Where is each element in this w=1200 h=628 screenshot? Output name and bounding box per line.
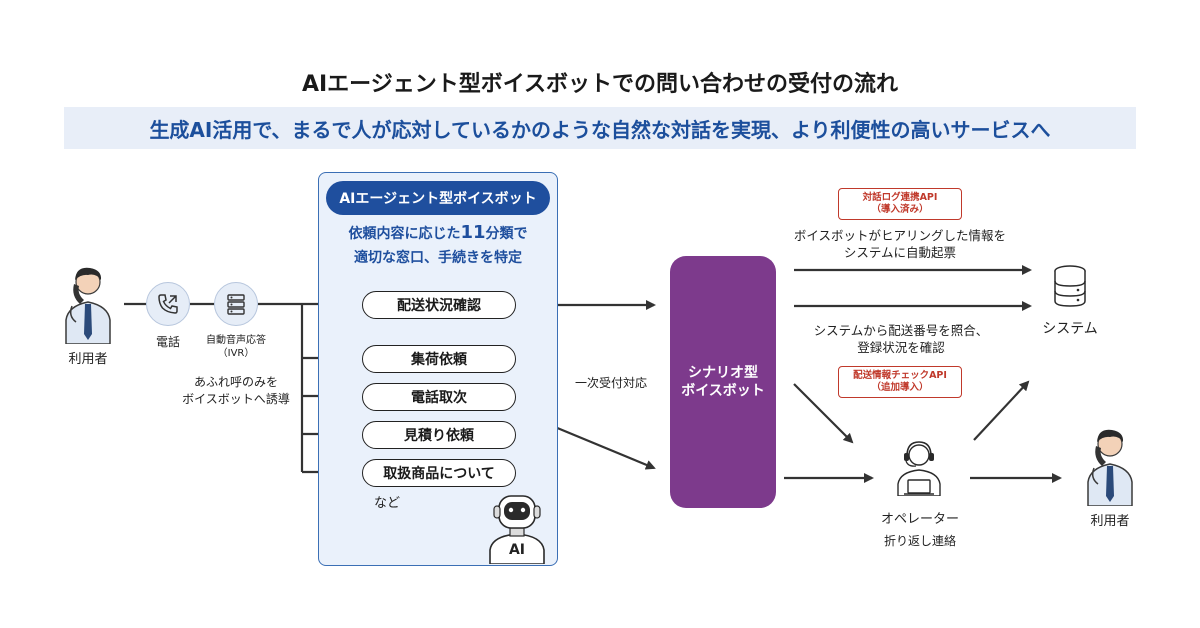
panel-description-line1: 依頼内容に応じた11分類で xyxy=(348,222,528,243)
phone-label: 電話 xyxy=(155,335,180,349)
option-estimate-request: 見積り依頼 xyxy=(362,421,516,449)
ivr-note: あふれ呼のみを ボイスボットへ誘導 xyxy=(182,375,290,406)
auto-ticket-note: ボイスボットがヒアリングした情報を システムに自動起票 xyxy=(793,228,1007,260)
ivr-label: 自動音声応答 （IVR） xyxy=(206,335,266,359)
page-title: AIエージェント型ボイスボットでの問い合わせの受付の流れ xyxy=(301,72,899,97)
phone-icon xyxy=(158,294,178,314)
option-products: 取扱商品について xyxy=(362,459,516,487)
ivr-node xyxy=(214,282,258,326)
operator-label: オペレーター xyxy=(880,512,959,527)
robot-badge: AI xyxy=(508,542,526,558)
options-etc: など xyxy=(373,496,400,511)
option-pickup-request: 集荷依頼 xyxy=(362,345,516,373)
caller-right-person-icon xyxy=(1087,429,1133,506)
operator-headset-icon xyxy=(897,441,941,496)
option-delivery-status: 配送状況確認 xyxy=(362,291,516,319)
first-reception-label: 一次受付対応 xyxy=(574,376,647,390)
delivery-check-note: システムから配送番号を照合、 登録状況を確認 xyxy=(813,323,989,355)
system-label: システム xyxy=(1042,321,1098,337)
panel-description-line2: 適切な窓口、手続きを特定 xyxy=(354,250,522,266)
ai-robot-icon xyxy=(489,495,545,564)
operator-sublabel: 折り返し連絡 xyxy=(883,534,956,548)
ai-agent-panel-header: AIエージェント型ボイスボット xyxy=(326,181,550,215)
database-icon xyxy=(1054,265,1086,307)
caller-person-icon xyxy=(65,267,111,344)
subtitle-banner: 生成AI活用で、まるで人が応対しているかのような自然な対話を実現、より利便性の高… xyxy=(64,107,1136,149)
option-call-transfer: 電話取次 xyxy=(362,383,516,411)
phone-node xyxy=(146,282,190,326)
server-rack-icon xyxy=(227,294,245,315)
caller-label: 利用者 xyxy=(68,352,108,367)
scenario-voicebot: シナリオ型 ボイスボット xyxy=(670,256,776,508)
dialog-log-api-badge: 対話ログ連携API （導入済み） xyxy=(838,188,962,220)
caller-right-label: 利用者 xyxy=(1090,514,1130,529)
delivery-check-api-badge: 配送情報チェックAPI （追加導入） xyxy=(838,366,962,398)
